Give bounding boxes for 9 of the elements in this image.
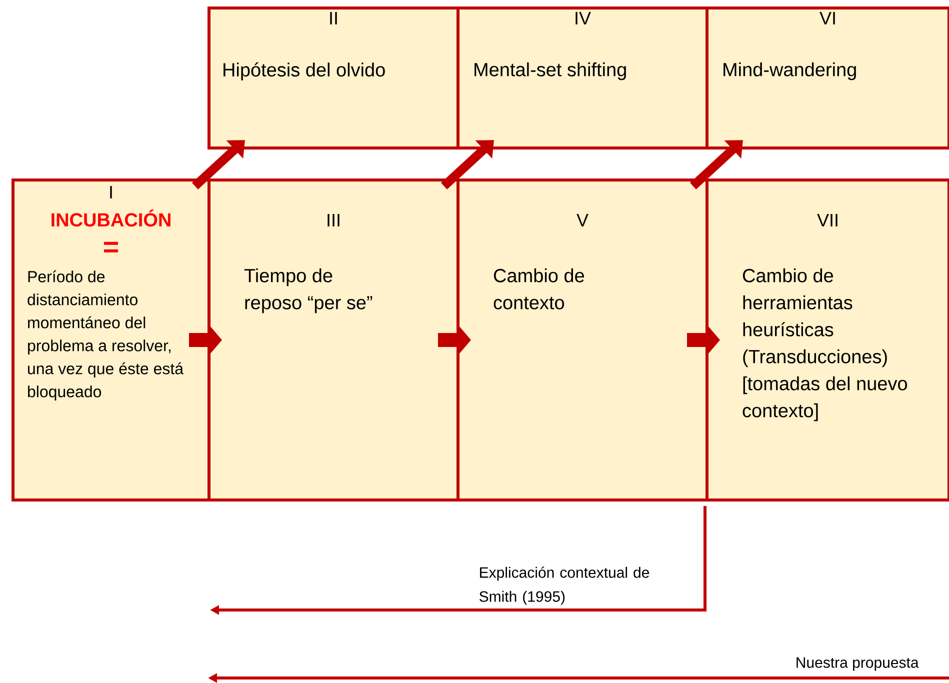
arrow-label: Nuestra propuesta: [796, 657, 919, 671]
stage-box: IV Mental-set shifting: [456, 6, 708, 150]
stage-box: VII Cambio de herramientas heurísticas (Transducciones) [tomadas del nuevo contexto]: [706, 178, 949, 502]
stage-box: I INCUBACIÓN = Período de distanciamiento momentáneo del problema a resolver, una vez que éste está bloqueado: [12, 178, 210, 502]
stage-box: VI Mind-wandering: [706, 6, 949, 150]
stage-box: II Hipótesis del olvido: [208, 6, 460, 150]
stage-box: III Tiempo de reposo “per se”: [208, 178, 460, 502]
stage-box: V Cambio de contexto: [456, 178, 708, 502]
edge-label: Explicación contextual de Smith (1995): [479, 566, 650, 605]
